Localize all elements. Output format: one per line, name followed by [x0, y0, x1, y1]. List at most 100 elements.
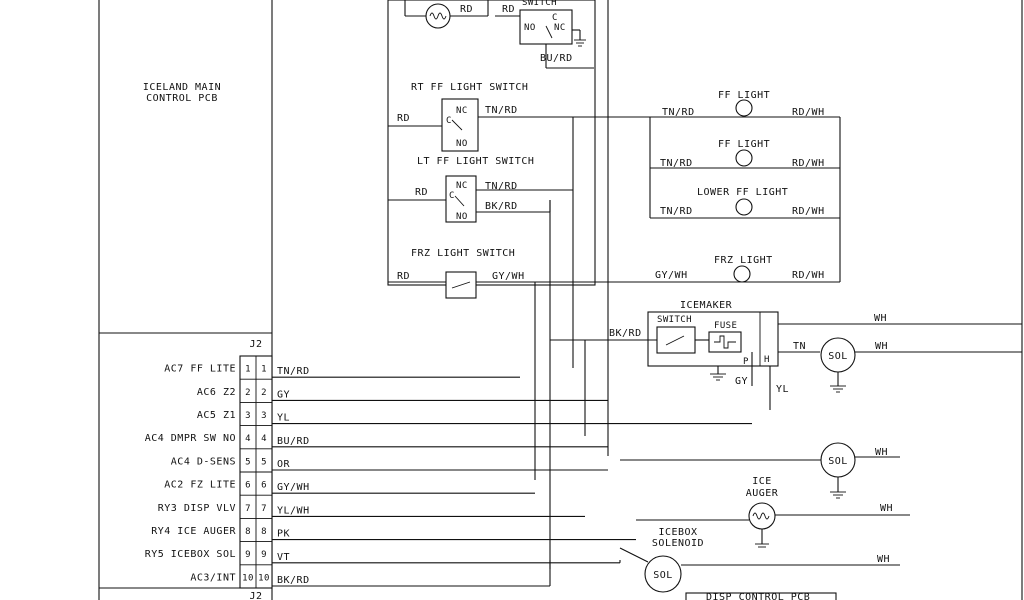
- svg-text:SOL: SOL: [828, 351, 848, 362]
- pin-number: 6: [245, 481, 251, 491]
- svg-text:NC: NC: [554, 23, 566, 33]
- svg-text:RD: RD: [397, 271, 410, 282]
- svg-text:H: H: [764, 355, 770, 365]
- ff-light-1: FF LIGHT TN/RD RD/WH: [650, 90, 840, 118]
- svg-text:C: C: [552, 13, 558, 23]
- pin-number: 1: [261, 365, 267, 375]
- pcb-title-line2: CONTROL PCB: [146, 93, 218, 104]
- motor-icon: [748, 502, 776, 530]
- svg-text:WH: WH: [877, 554, 890, 565]
- pin-number: 8: [245, 527, 251, 537]
- pin-number: 9: [261, 550, 267, 560]
- pin-number: 10: [242, 573, 254, 583]
- main-control-pcb: ICELAND MAIN CONTROL PCB J2 J2 AC7 FF LI…: [99, 0, 273, 600]
- pin-function-label: RY5 ICEBOX SOL: [145, 549, 236, 560]
- lt-switch-box: [445, 175, 477, 223]
- pin-wire-color: YL: [277, 413, 290, 424]
- pin-function-label: AC4 D-SENS: [171, 456, 236, 467]
- pin-function-label: AC3/INT: [190, 572, 236, 583]
- light-ladder: FF LIGHT TN/RD RD/WH FF LIGHT TN/RD RD/W…: [649, 90, 841, 283]
- pin-function-label: AC7 FF LITE: [164, 364, 236, 375]
- svg-text:NC: NC: [456, 181, 468, 191]
- icebox-solenoid: ICEBOX SOLENOID SOL WH: [619, 527, 900, 593]
- pin-function-label: AC4 DMPR SW NO: [145, 433, 236, 444]
- pcb-title-line1: ICELAND MAIN: [143, 82, 221, 93]
- pin-number: 2: [261, 388, 267, 398]
- pin-wire-color: YL/WH: [277, 505, 310, 516]
- pin-number: 4: [245, 434, 251, 444]
- pin-wire-color: PK: [277, 529, 290, 540]
- pin-wire-color: GY/WH: [277, 482, 310, 493]
- svg-text:TN/RD: TN/RD: [485, 105, 518, 116]
- svg-text:RD/WH: RD/WH: [792, 107, 825, 118]
- pin-number: 10: [258, 573, 270, 583]
- svg-text:TN/RD: TN/RD: [660, 158, 693, 169]
- frz-light: FRZ LIGHT GY/WH RD/WH: [650, 255, 840, 283]
- svg-text:AUGER: AUGER: [746, 488, 779, 499]
- pin-function-label: AC5 Z1: [197, 410, 236, 421]
- pin-wire-color: GY: [277, 389, 290, 400]
- pin-number: 9: [245, 550, 251, 560]
- svg-text:NC: NC: [456, 106, 468, 116]
- pin-wire-color: TN/RD: [277, 366, 310, 377]
- solenoid-2: SOL WH: [620, 442, 900, 499]
- pin-wire-color: BU/RD: [277, 436, 310, 447]
- pin-function-label: AC2 FZ LITE: [164, 480, 236, 491]
- svg-text:ICEBOX: ICEBOX: [658, 527, 697, 538]
- top-switch-down-wire: BU/RD: [540, 53, 573, 64]
- disp-control-pcb: DISP CONTROL PCB: [685, 592, 837, 600]
- lt-switch-title: LT FF LIGHT SWITCH: [417, 156, 534, 167]
- top-switch-wire: RD: [502, 4, 515, 15]
- lt-ff-light-switch: LT FF LIGHT SWITCH NC C NO RD TN/RD BK/R…: [388, 156, 573, 223]
- solenoid-icon: [644, 555, 682, 593]
- wire-trunk: [387, 0, 609, 569]
- lamp-icon: [735, 198, 753, 216]
- svg-text:YL: YL: [776, 384, 789, 395]
- frz-switch-title: FRZ LIGHT SWITCH: [411, 248, 515, 259]
- pin-number: 2: [245, 388, 251, 398]
- lower-ff-light: LOWER FF LIGHT TN/RD RD/WH: [650, 187, 840, 219]
- svg-text:GY/WH: GY/WH: [492, 271, 525, 282]
- switch-enclosure: [387, 0, 596, 286]
- svg-text:BK/RD: BK/RD: [485, 201, 518, 212]
- icemaker-title: ICEMAKER: [680, 300, 733, 311]
- svg-text:C: C: [446, 116, 452, 126]
- icemaker-fuse: [708, 331, 742, 353]
- pin-function-label: RY3 DISP VLV: [158, 503, 236, 514]
- rt-switch-title: RT FF LIGHT SWITCH: [411, 82, 528, 93]
- pin-row: AC3/INT 10 10: [190, 564, 272, 583]
- top-motor-wire: RD: [460, 4, 473, 15]
- lamp-icon: [733, 265, 751, 283]
- top-switch-label: SWITCH: [522, 0, 557, 8]
- lamp-icon: [735, 149, 753, 167]
- pin-number: 3: [245, 411, 251, 421]
- frz-light-switch: FRZ LIGHT SWITCH RD GY/WH: [388, 248, 650, 299]
- svg-text:WH: WH: [874, 313, 887, 324]
- solenoid-1: SOL WH: [820, 337, 1022, 393]
- pin-number: 5: [245, 457, 251, 467]
- svg-text:TN/RD: TN/RD: [660, 206, 693, 217]
- svg-text:SOL: SOL: [653, 570, 673, 581]
- pin-function-label: AC6 Z2: [197, 387, 236, 398]
- svg-text:C: C: [449, 191, 455, 201]
- svg-text:TN/RD: TN/RD: [662, 107, 695, 118]
- pin-number: 7: [261, 504, 267, 514]
- pin-number: 1: [245, 365, 251, 375]
- pin-wire-color: BK/RD: [277, 575, 310, 586]
- svg-text:FUSE: FUSE: [714, 321, 737, 331]
- icemaker-feed-wire: BK/RD: [609, 328, 642, 339]
- pin-function-label: RY4 ICE AUGER: [151, 526, 236, 537]
- svg-text:TN: TN: [793, 341, 806, 352]
- svg-text:FRZ LIGHT: FRZ LIGHT: [714, 255, 773, 266]
- svg-text:GY: GY: [735, 376, 748, 387]
- svg-text:GY/WH: GY/WH: [655, 270, 688, 281]
